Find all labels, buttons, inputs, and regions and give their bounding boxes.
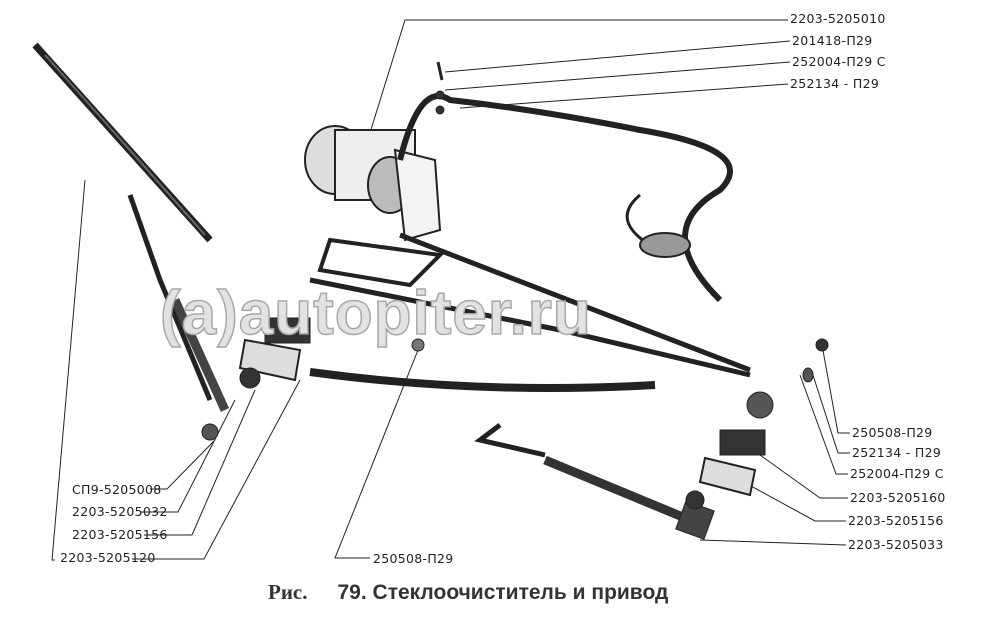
part-label: 250508-П29 <box>373 551 454 566</box>
washer-hose <box>397 93 733 303</box>
motor <box>304 125 442 242</box>
part-label: 250508-П29 <box>852 425 933 440</box>
center-wiper-arm <box>543 455 692 525</box>
leader-line <box>821 344 850 434</box>
part-label: 2203-5205033 <box>848 537 944 552</box>
leader-line <box>759 454 848 499</box>
leader-line <box>334 344 421 559</box>
part-label: СП9-5205008 <box>72 482 162 497</box>
linkage-rod <box>309 277 751 378</box>
leader-line <box>150 439 216 490</box>
leader-line <box>359 19 788 166</box>
part-label: 201418-П29 <box>792 33 873 48</box>
leader-line <box>132 379 301 560</box>
part-label: 252134 - П29 <box>852 445 942 460</box>
part-label: 2203-5205120 <box>60 550 156 565</box>
center-wiper-blade <box>309 368 656 393</box>
leader-line <box>739 479 846 522</box>
leader-line <box>811 371 850 454</box>
part-label: 252004-П29 С <box>850 466 944 481</box>
part-label: 2203-5205156 <box>848 513 944 528</box>
part-label: 2203-5205010 <box>790 11 886 26</box>
part-label: 2203-5205032 <box>72 504 168 519</box>
watermark: (a)autopiter.ru <box>159 278 592 349</box>
left-wiper-arm <box>127 194 213 401</box>
leader-line <box>459 83 789 109</box>
part-label: 252134 - П29 <box>790 76 880 91</box>
part-label: 252004-П29 С <box>792 54 886 69</box>
leader-line <box>444 61 791 91</box>
leader-line <box>51 179 86 561</box>
caption-text: 79. Стеклоочиститель и привод <box>337 581 669 604</box>
leader-line <box>699 539 847 546</box>
figure-caption: Рис. 79. Стеклоочиститель и привод <box>268 580 668 605</box>
linkage-rod <box>399 232 751 373</box>
leader-line <box>799 374 848 475</box>
part-label: 2203-5205160 <box>850 490 946 505</box>
part-label: 2203-5205156 <box>72 527 168 542</box>
caption-prefix: Рис. <box>268 580 308 604</box>
leader-line <box>444 40 791 73</box>
leader-line <box>144 389 256 536</box>
